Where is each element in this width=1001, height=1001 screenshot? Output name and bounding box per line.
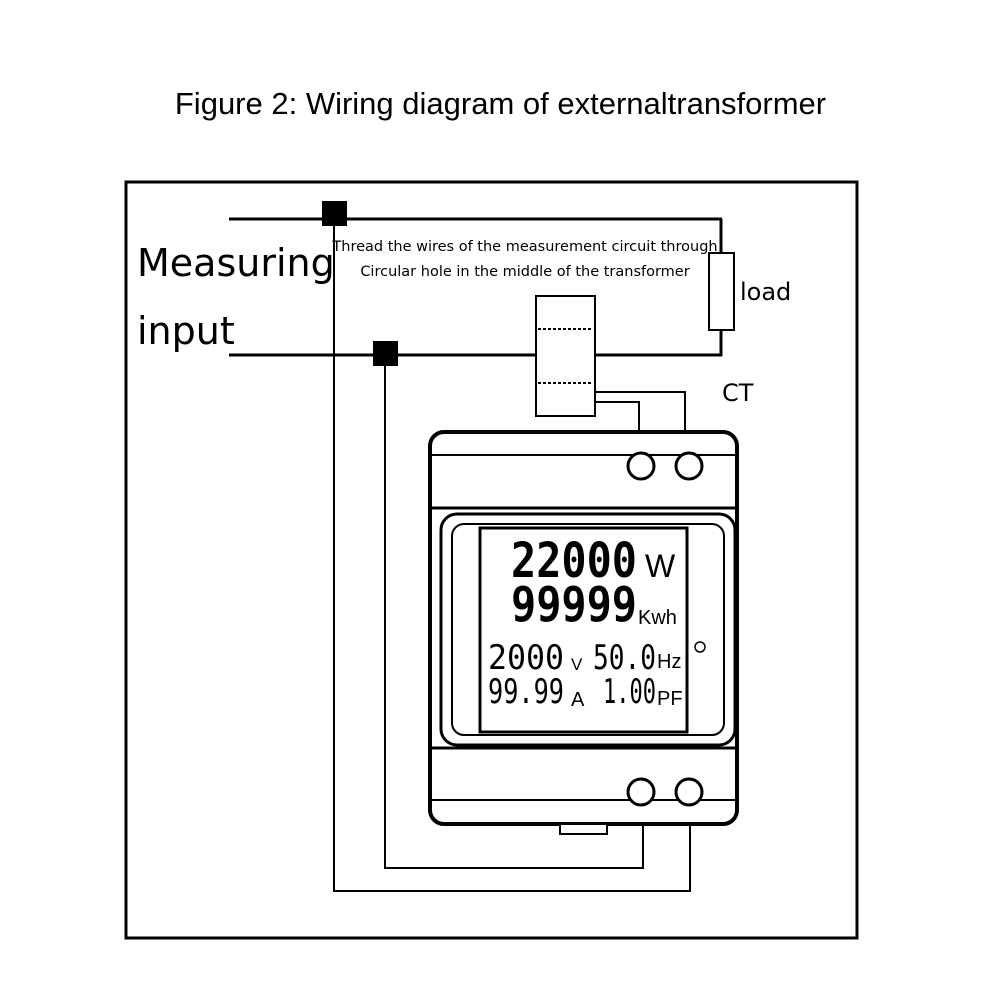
ct-lead-2 [595,401,640,432]
current-unit: A [571,689,585,711]
figure-title: Figure 2: Wiring diagram of externaltran… [174,86,827,121]
lcd-screen [478,526,689,734]
junction-bottom [373,341,398,366]
voltage-reading: 2000 [488,638,564,678]
load-resistor [708,252,735,331]
current-transformer [535,295,596,417]
din-clip [559,823,608,835]
voltage-unit: V [571,655,583,674]
energy-meter: 22000 W 99999 Kwh 2000 V 50.0 Hz 99.99 A… [428,430,739,835]
current-reading: 99.99 [488,672,564,712]
frequency-unit: Hz [657,651,681,673]
wire-line-to-meter [333,226,691,892]
wire-neutral-to-meter [384,366,644,869]
ct-label: CT [722,379,754,407]
pf-unit: PF [657,688,683,710]
ct-lead-1 [595,391,686,432]
input-label: input [137,309,235,353]
terminal-bottom-right [674,777,704,807]
load-label: load [740,278,791,306]
frequency-reading: 50.0 [593,638,656,678]
energy-reading: 99999 [511,577,637,633]
power-reading: 22000 [511,533,637,589]
terminal-top-right [674,451,704,481]
instruction-line-2: Circular hole in the middle of the trans… [360,264,689,280]
pf-reading: 1.00 [603,672,656,712]
diagram-frame [124,180,859,940]
measuring-label: Measuring [137,241,335,285]
power-unit: W [645,548,676,584]
status-led [694,641,706,653]
terminal-top-left [626,451,656,481]
terminal-bottom-left [626,777,656,807]
meter-bezel [451,523,725,736]
energy-unit: Kwh [638,607,677,629]
junction-top [322,201,347,226]
instruction-line-1: Thread the wires of the measurement circ… [331,239,717,255]
